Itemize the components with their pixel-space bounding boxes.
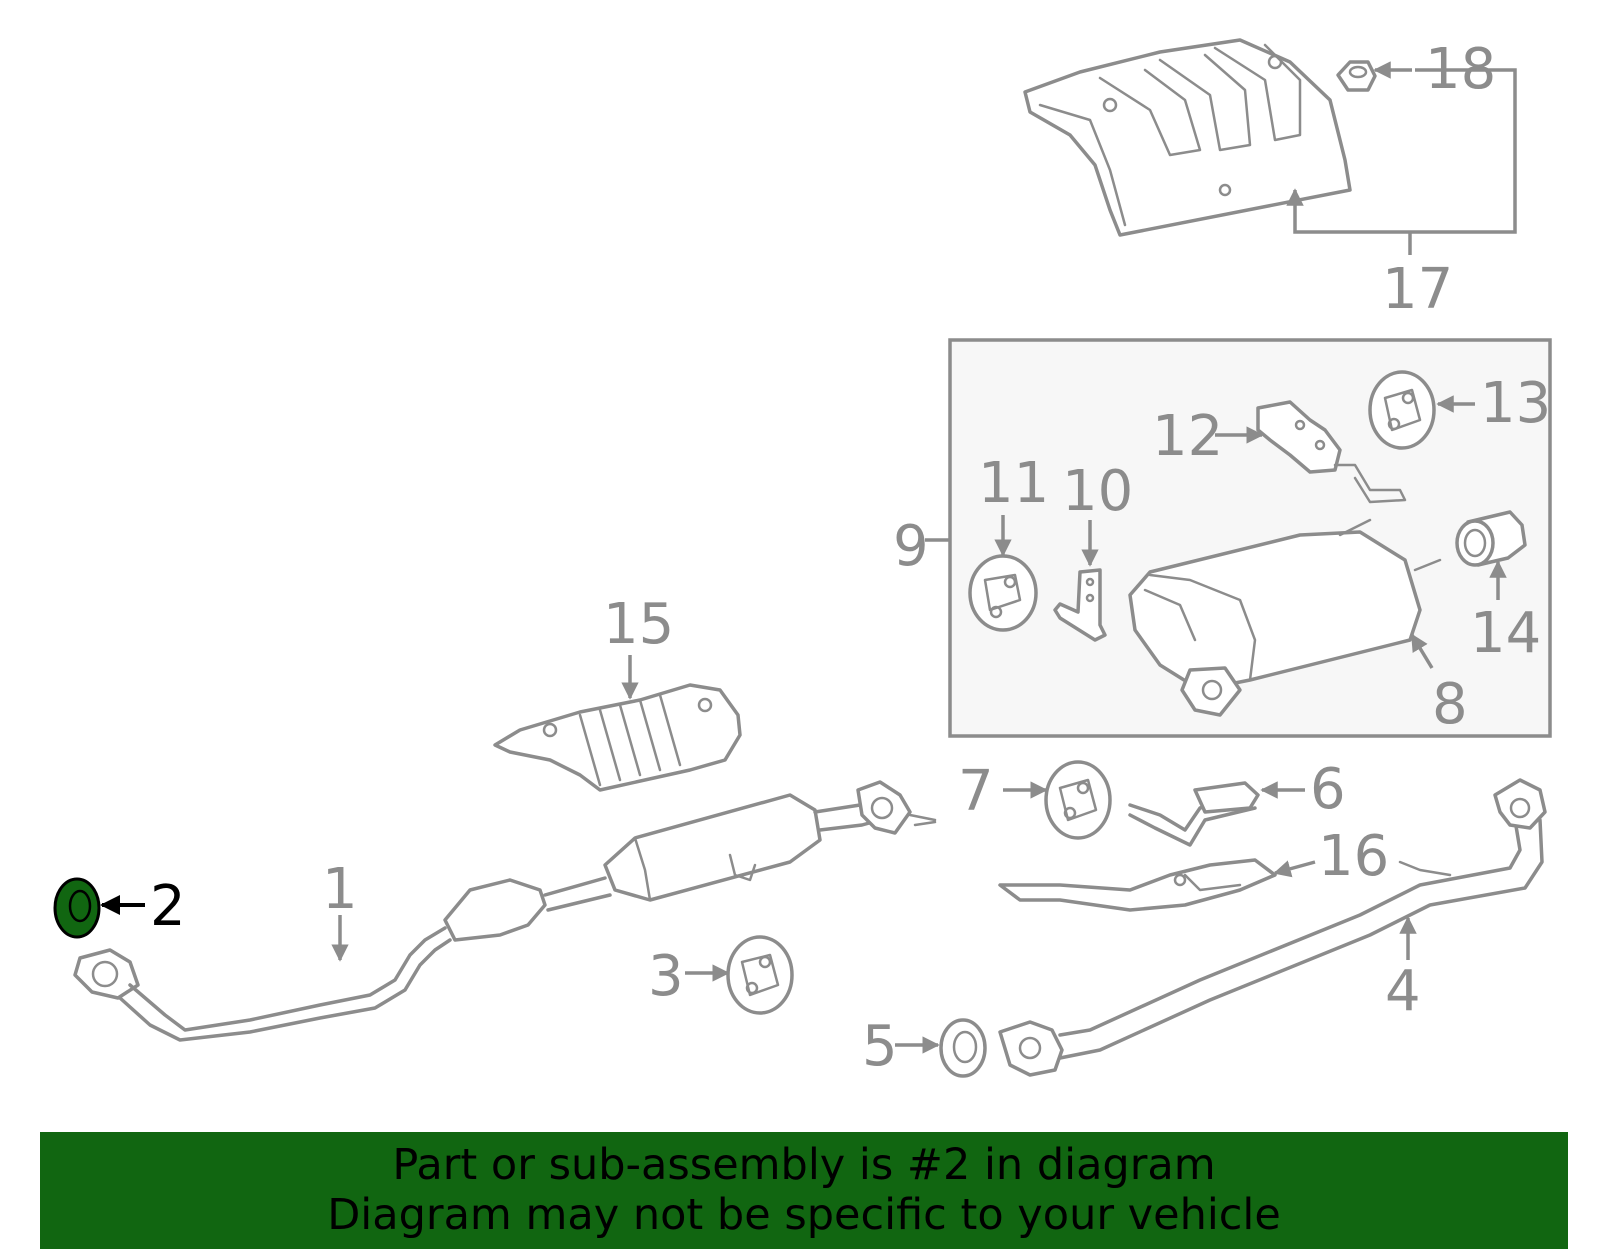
callout-14: 14: [1470, 601, 1541, 666]
callout-6: 6: [1310, 757, 1346, 822]
callout-13: 13: [1480, 371, 1551, 436]
callout-15: 15: [603, 592, 674, 657]
banner-line-2: Diagram may not be specific to your vehi…: [327, 1190, 1281, 1240]
part-1-front-pipe: [73, 780, 937, 1042]
info-banner: Part or sub-assembly is #2 in diagram Di…: [40, 1132, 1568, 1249]
part-6-bracket: [1128, 781, 1260, 847]
callout-5: 5: [862, 1014, 898, 1079]
callout-11: 11: [978, 451, 1049, 516]
callout-18: 18: [1425, 37, 1496, 102]
part-13-hanger: [1368, 370, 1436, 450]
part-5-gasket: [939, 1018, 987, 1078]
callout-1: 1: [322, 857, 358, 922]
callout-9: 9: [893, 514, 929, 579]
part-7-hanger: [1044, 760, 1112, 840]
part-8-muffler: [1128, 518, 1442, 717]
callout-4: 4: [1385, 959, 1421, 1024]
part-14-tailpipe-tip: [1455, 510, 1527, 567]
callout-2: 2: [150, 874, 186, 939]
part-2-gasket-highlighted: [53, 877, 101, 939]
part-12-bracket: [1256, 400, 1407, 504]
part-11-hanger: [968, 554, 1038, 632]
part-18-nut: [1336, 60, 1377, 92]
part-15-heat-shield: [493, 683, 742, 792]
callout-7: 7: [958, 759, 994, 824]
callout-8: 8: [1432, 672, 1468, 737]
callout-3: 3: [648, 944, 684, 1009]
callout-12: 12: [1152, 404, 1223, 469]
part-16-heat-shield: [998, 858, 1277, 912]
callout-16: 16: [1318, 824, 1389, 889]
part-3-hanger: [726, 935, 794, 1015]
banner-line-1: Part or sub-assembly is #2 in diagram: [392, 1140, 1216, 1190]
callout-10: 10: [1062, 459, 1133, 524]
part-17-heat-shield: [1023, 38, 1352, 237]
bracket-17-18: [1286, 68, 1517, 234]
part-10-bracket: [1053, 568, 1107, 642]
callout-17: 17: [1382, 257, 1453, 322]
